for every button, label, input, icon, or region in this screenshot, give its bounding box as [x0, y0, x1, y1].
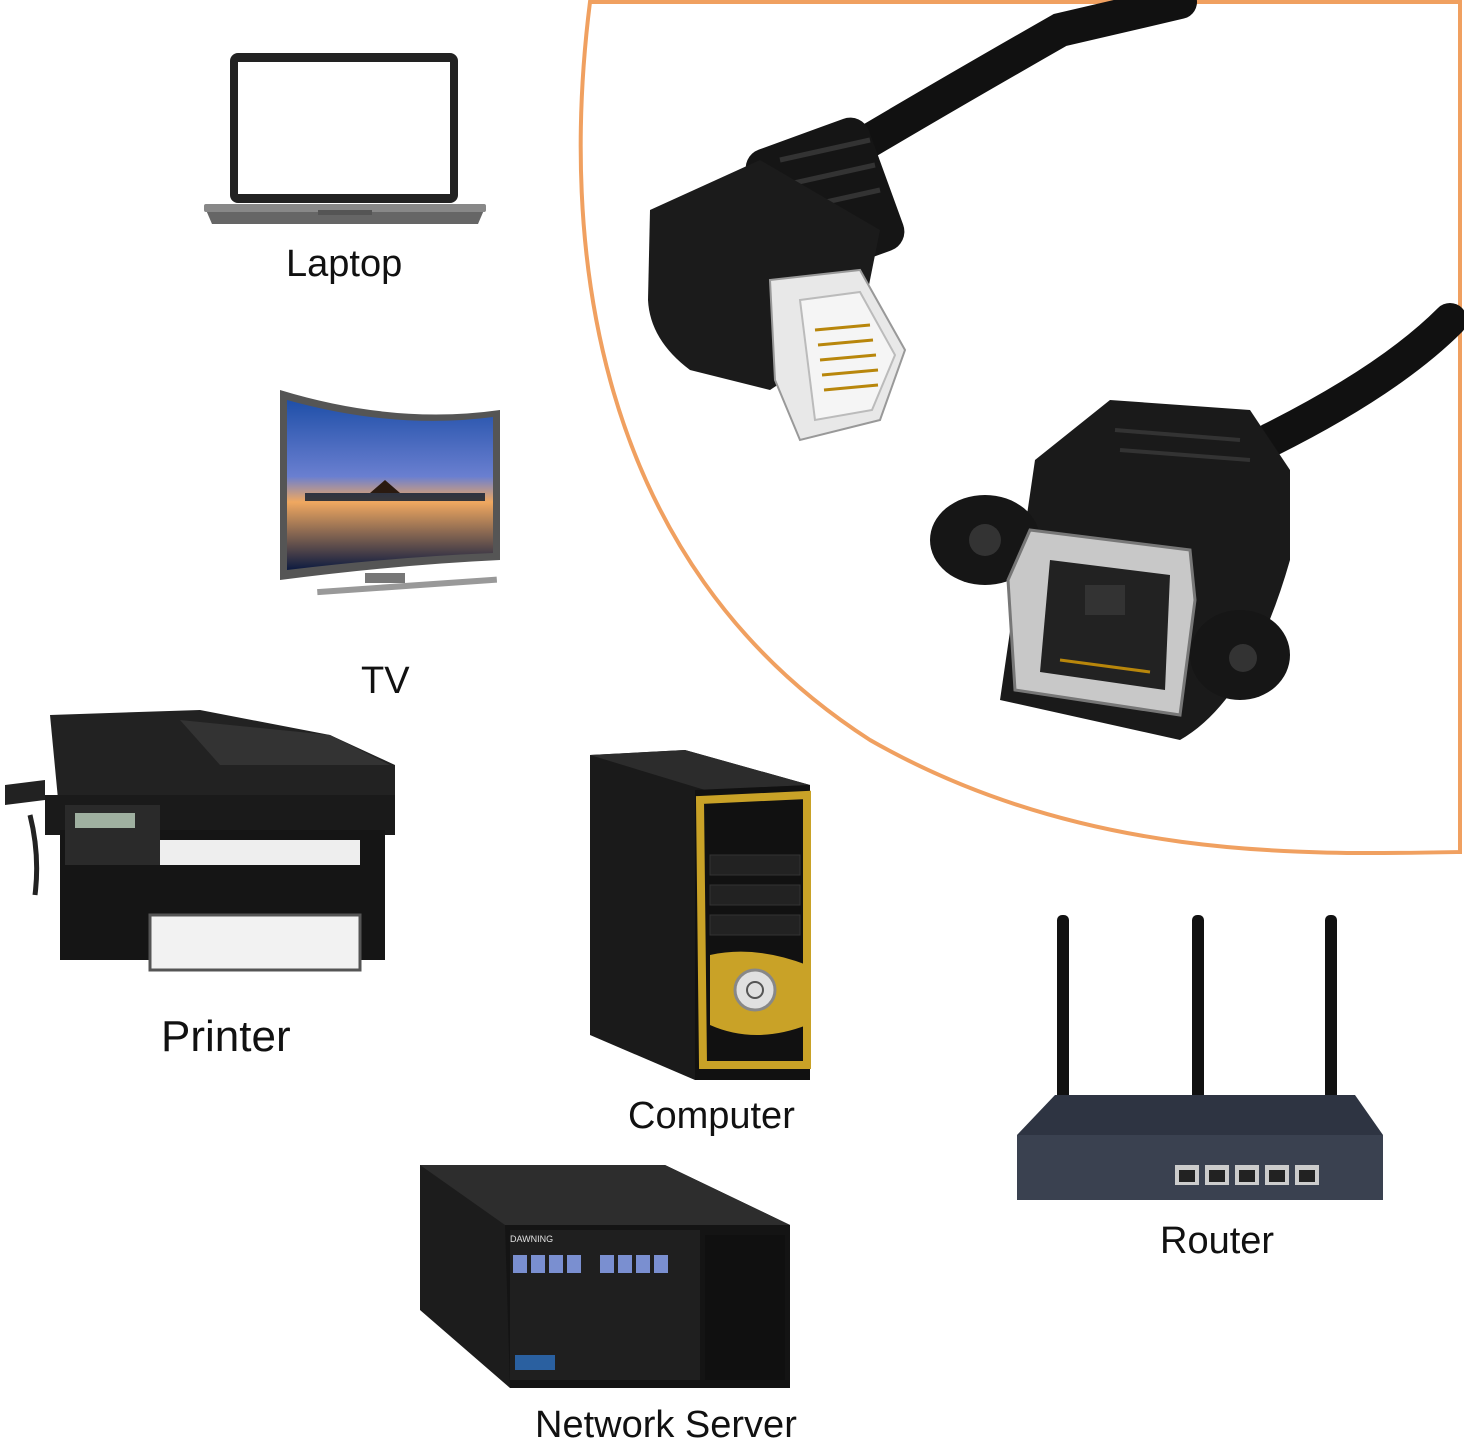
computer-label: Computer: [628, 1095, 795, 1137]
callout-border: [578, 0, 1462, 856]
server-icon: DAWNING: [420, 1165, 790, 1388]
rj45-panel-mount-cable-icon: [648, 0, 1464, 740]
tv-label: TV: [361, 660, 410, 702]
router-label: Router: [1160, 1220, 1275, 1262]
printer-icon: [5, 710, 395, 972]
product-callout: [578, 0, 1464, 856]
tv-icon: [280, 390, 500, 596]
computer-tower-icon: [590, 750, 811, 1080]
laptop-icon: [204, 53, 486, 224]
laptop-label: Laptop: [286, 243, 403, 285]
server-brand-text: DAWNING: [510, 1234, 553, 1244]
router-icon: [1017, 915, 1383, 1200]
printer-label: Printer: [161, 1012, 291, 1061]
server-label: Network Server: [535, 1404, 797, 1446]
